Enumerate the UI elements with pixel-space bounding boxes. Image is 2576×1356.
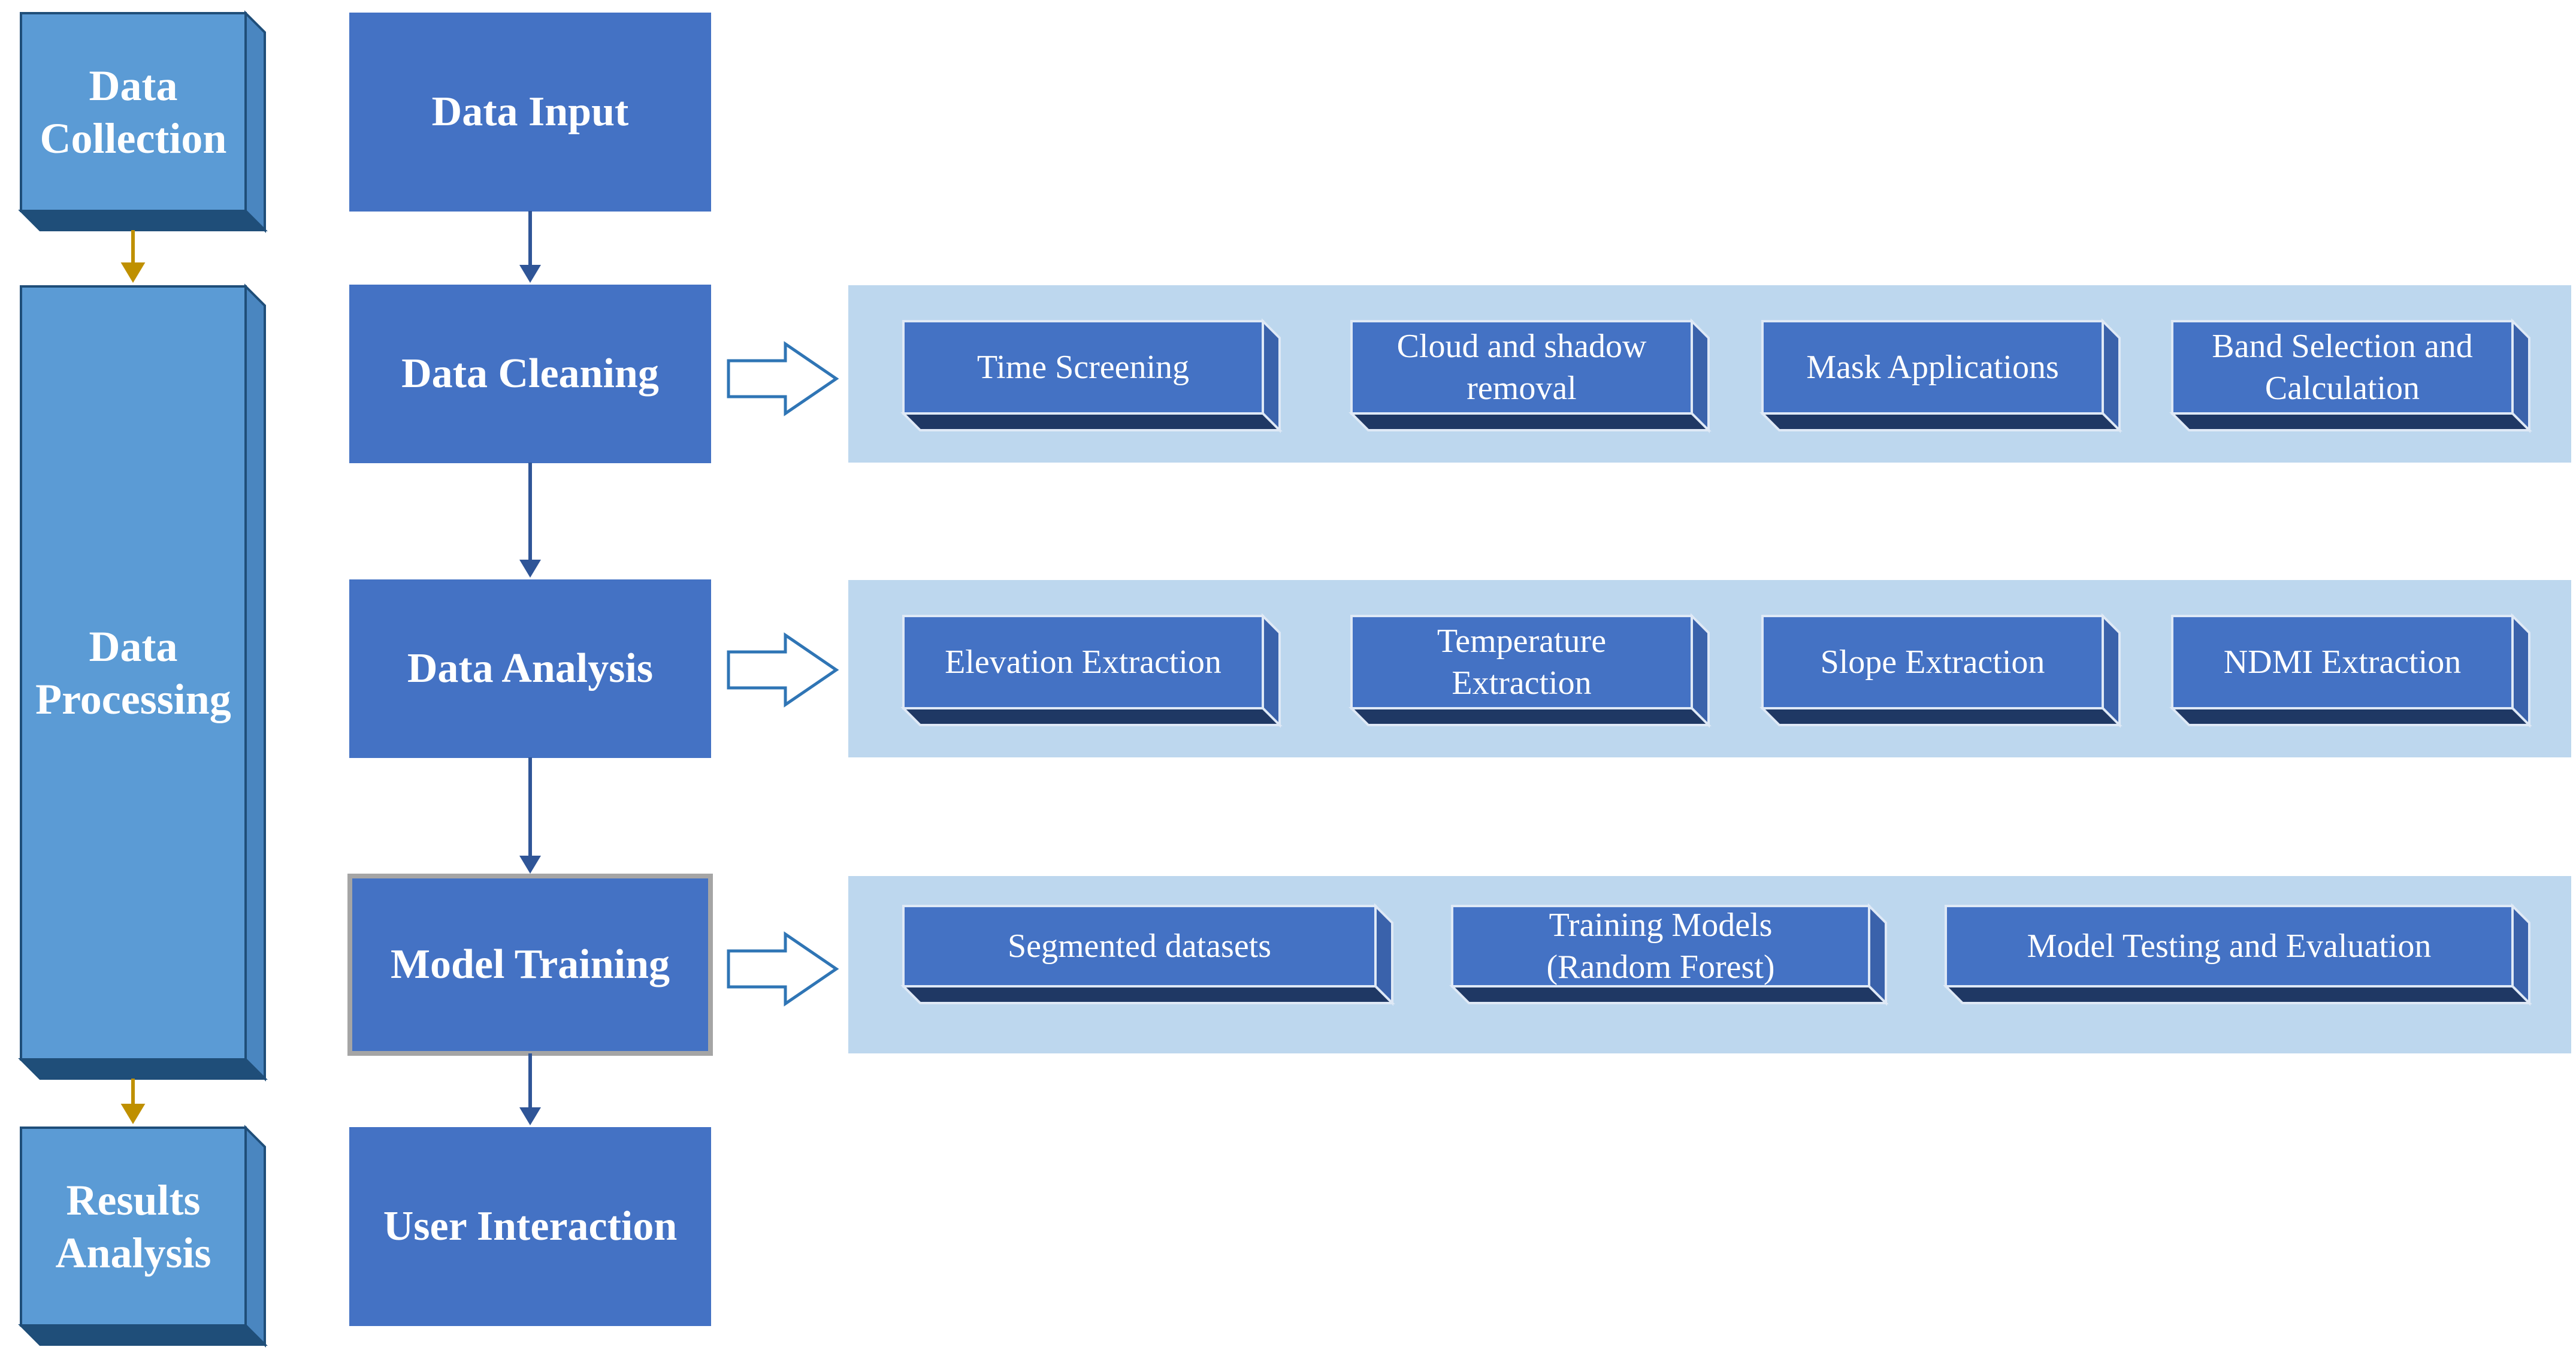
panel-cleaning-item-1-side (1691, 318, 1710, 433)
panel-cleaning-item-2-label: Mask Applications (1806, 349, 2059, 386)
phase-results-label: Results Analysis (55, 1176, 211, 1277)
step-training-box (347, 874, 713, 1056)
panel-cleaning-item-2-bottom (1759, 412, 2123, 431)
panel-training-item-1-face (1451, 905, 1870, 987)
step-connector-2-head (519, 560, 541, 578)
panel-cleaning-item-0-side (1262, 318, 1281, 433)
panel-training-item-2-face (1945, 905, 2514, 987)
panel-analysis-item-3-label: NDMI Extraction (2223, 644, 2462, 681)
panel-cleaning-item-1-face (1350, 320, 1693, 415)
step-analysis-box (349, 579, 711, 758)
panel-cleaning-item-3-label: Band Selection and Calculation (2212, 328, 2473, 407)
panel-training-item-2-bottom (1943, 985, 2532, 1004)
panel-training-item-0-face (902, 905, 1377, 987)
step-training-label: Model Training (390, 941, 670, 987)
panel-analysis-item-0-label: Elevation Extraction (945, 644, 1222, 681)
phase-collection-label: Data Collection (40, 62, 227, 162)
panel-cleaning-item-2-face (1761, 320, 2104, 415)
panel-cleaning-item-1-bottom (1349, 412, 1712, 431)
panel-analysis-arrow (727, 632, 839, 708)
phase-results-bottom (18, 1324, 268, 1346)
panel-analysis-item-1-side (1691, 613, 1710, 728)
step-input-label: Data Input (431, 89, 629, 135)
panel-analysis-item-0-face (902, 615, 1264, 709)
phase-processing-bottom (18, 1058, 268, 1080)
panel-training-item-0-label: Segmented datasets (1007, 928, 1272, 965)
panel-analysis-item-3-bottom (2169, 707, 2532, 726)
panel-training-item-1-bottom (1449, 985, 1889, 1004)
panel-cleaning-item-0-bottom (900, 412, 1283, 431)
panel-analysis-item-2-side (2102, 613, 2121, 728)
step-connector-4-head (519, 1107, 541, 1125)
panel-analysis-item-2-bottom (1759, 707, 2123, 726)
panel-analysis-item-3-side (2511, 613, 2530, 728)
step-cleaning-label: Data Cleaning (401, 351, 659, 397)
panel-analysis-item-1-face (1350, 615, 1693, 709)
step-connector-1-head (519, 265, 541, 283)
panel-cleaning-item-3-bottom (2169, 412, 2532, 431)
step-input-box (349, 13, 711, 212)
panel-cleaning-arrow (727, 341, 839, 416)
step-analysis-label: Data Analysis (407, 645, 654, 691)
panel-cleaning-item-2-side (2102, 318, 2121, 433)
phase-results-face (20, 1127, 247, 1327)
panel-analysis-item-1-bottom (1349, 707, 1712, 726)
phase-processing-label: Data Processing (35, 623, 231, 723)
step-connector-3-head (519, 856, 541, 874)
phase-processing-side (244, 283, 266, 1082)
panel-analysis-item-0-side (1262, 613, 1281, 728)
step-interaction-box (349, 1127, 711, 1326)
panel-analysis-item-1-label: Temperature Extraction (1437, 623, 1607, 702)
panel-cleaning-item-0-face (902, 320, 1264, 415)
panel-analysis-item-2-face (1761, 615, 2104, 709)
panel-cleaning-item-3-face (2171, 320, 2514, 415)
panel-cleaning-item-0-label: Time Screening (976, 349, 1190, 386)
panel-analysis-item-3-face (2171, 615, 2514, 709)
phase-collection-bottom (18, 210, 268, 231)
phase-connector-1-head (120, 262, 146, 283)
phase-collection-face (20, 12, 247, 212)
phase-connector-2-head (120, 1104, 146, 1124)
step-interaction-label: User Interaction (383, 1203, 678, 1249)
step-cleaning-box (349, 285, 711, 463)
panel-analysis-item-2-label: Slope Extraction (1820, 644, 2045, 681)
panel-training-item-0-bottom (900, 985, 1395, 1004)
phase-processing-face (20, 285, 247, 1061)
panel-analysis-item-0-bottom (900, 707, 1283, 726)
panel-training-item-2-label: Model Testing and Evaluation (2027, 928, 2432, 965)
panel-cleaning-item-3-side (2511, 318, 2530, 433)
panel-cleaning-item-1-label: Cloud and shadow removal (1396, 328, 1647, 407)
panel-training-arrow (727, 931, 839, 1007)
phase-collection-side (244, 10, 266, 233)
panel-training-item-1-label: Training Models (Random Forest) (1546, 907, 1775, 986)
phase-results-side (244, 1125, 266, 1348)
